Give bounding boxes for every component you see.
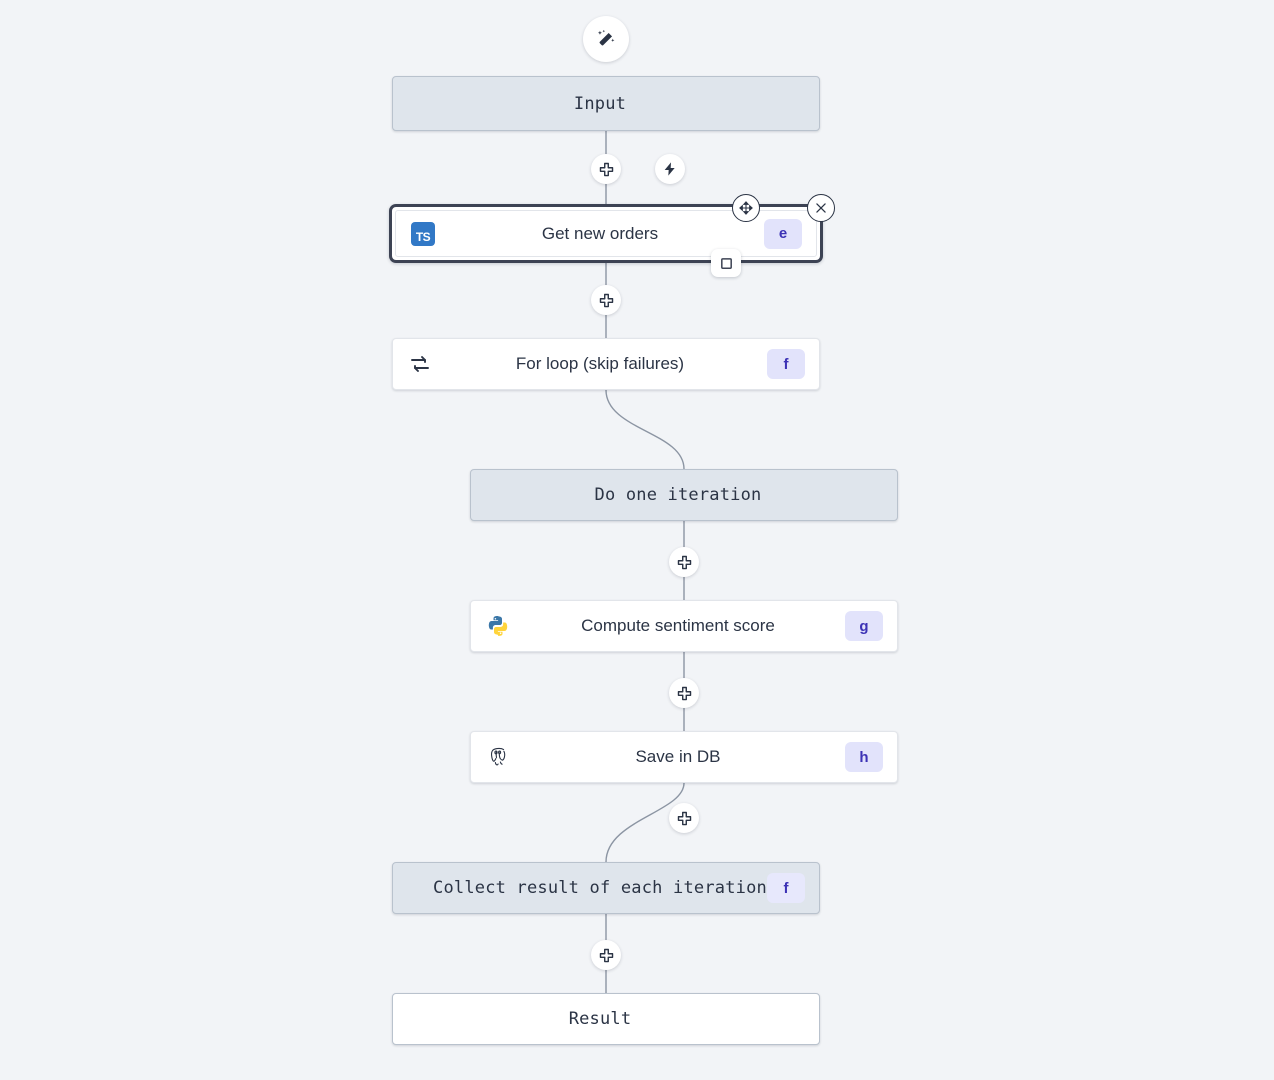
add-step-button-after-get-new-orders[interactable] (591, 285, 621, 315)
node-compute-sentiment-score[interactable]: Compute sentiment score g (470, 600, 898, 652)
postgresql-elephant-icon (491, 747, 506, 766)
magic-wand-icon (597, 29, 615, 46)
plus-icon (599, 948, 613, 962)
move-arrows-icon (739, 201, 753, 215)
plus-icon (677, 686, 691, 700)
node-get-new-orders-badge[interactable]: e (764, 218, 802, 249)
square-icon (720, 257, 732, 269)
plus-icon (599, 162, 613, 176)
postgresql-icon (485, 744, 511, 770)
plus-icon (677, 555, 691, 569)
loop-icon (407, 351, 433, 377)
add-step-button-after-do-one-iteration[interactable] (669, 547, 699, 577)
node-for-loop[interactable]: For loop (skip failures) f (392, 338, 820, 390)
add-step-button-after-collect-result[interactable] (591, 940, 621, 970)
node-compute-sentiment-score-badge[interactable]: g (845, 611, 883, 641)
lightning-bolt-icon (664, 162, 675, 176)
node-input-label: Input (573, 93, 627, 114)
node-save-in-db-label: Save in DB (635, 747, 721, 766)
ai-magic-button[interactable] (583, 16, 629, 62)
move-handle[interactable] (732, 194, 760, 222)
trigger-lightning-button[interactable] (655, 154, 685, 184)
node-do-one-iteration-label: Do one iteration (594, 485, 762, 505)
close-button[interactable] (807, 194, 835, 222)
typescript-icon: TS (410, 221, 436, 247)
close-icon (816, 203, 826, 213)
node-get-new-orders-label: Get new orders (541, 223, 659, 243)
loop-arrows-icon (411, 356, 429, 372)
node-input[interactable]: Input (392, 76, 820, 131)
edge-for-loop-to-do-one-iteration (605, 389, 685, 470)
branch-toggle-button[interactable] (711, 249, 741, 277)
node-collect-result-label: Collect result of each iteration (433, 878, 767, 898)
node-save-in-db-badge[interactable]: h (845, 742, 883, 772)
add-step-button-after-save-in-db[interactable] (669, 803, 699, 833)
plus-icon (677, 811, 691, 825)
add-step-button-after-input[interactable] (591, 154, 621, 184)
plus-icon (599, 293, 613, 307)
node-collect-result[interactable]: Collect result of each iteration f (392, 862, 820, 914)
node-collect-result-badge[interactable]: f (767, 873, 805, 903)
typescript-icon-label: TS (411, 221, 435, 246)
node-result[interactable]: Result (392, 993, 820, 1045)
node-for-loop-label: For loop (skip failures) (515, 354, 685, 373)
node-compute-sentiment-score-label: Compute sentiment score (581, 616, 775, 635)
node-do-one-iteration[interactable]: Do one iteration (470, 469, 898, 521)
node-for-loop-badge[interactable]: f (767, 349, 805, 379)
add-step-button-after-compute-sentiment[interactable] (669, 678, 699, 708)
node-result-label: Result (568, 1009, 632, 1029)
python-logo-icon (488, 616, 508, 636)
python-icon (485, 613, 511, 639)
node-save-in-db[interactable]: Save in DB h (470, 731, 898, 783)
